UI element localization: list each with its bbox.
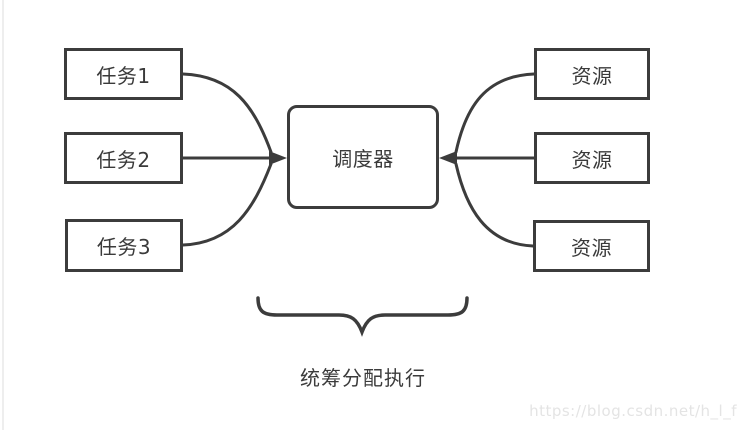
resource2-box: 资源 <box>534 132 650 184</box>
task3-label: 任务3 <box>96 235 152 259</box>
watermark-url: https://blog.csdn.net/h_l_f <box>529 402 737 420</box>
resource2-label: 资源 <box>571 147 613 172</box>
connector-resource1-to-scheduler <box>454 72 536 154</box>
scheduler-box: 调度器 <box>287 105 439 209</box>
resource1-box: 资源 <box>534 48 650 100</box>
brace-caption: 统筹分配执行 <box>300 366 426 390</box>
resource1-label: 资源 <box>571 63 613 88</box>
scheduler-label: 调度器 <box>332 146 394 171</box>
right-arrowhead-icon <box>439 151 457 165</box>
resource3-label: 资源 <box>571 235 612 260</box>
task1-box: 任务1 <box>64 48 183 100</box>
task2-box: 任务2 <box>64 132 183 184</box>
task3-box: 任务3 <box>65 219 183 272</box>
curly-brace <box>256 296 469 337</box>
connector-task3-to-scheduler <box>181 162 273 247</box>
connector-resource3-to-scheduler <box>454 162 535 248</box>
connector-task1-to-scheduler <box>181 72 273 154</box>
task2-label: 任务2 <box>96 147 151 172</box>
resource3-box: 资源 <box>533 220 650 272</box>
task1-label: 任务1 <box>96 63 151 88</box>
left-edge-divider <box>2 0 4 430</box>
left-arrowhead-icon <box>269 151 287 165</box>
